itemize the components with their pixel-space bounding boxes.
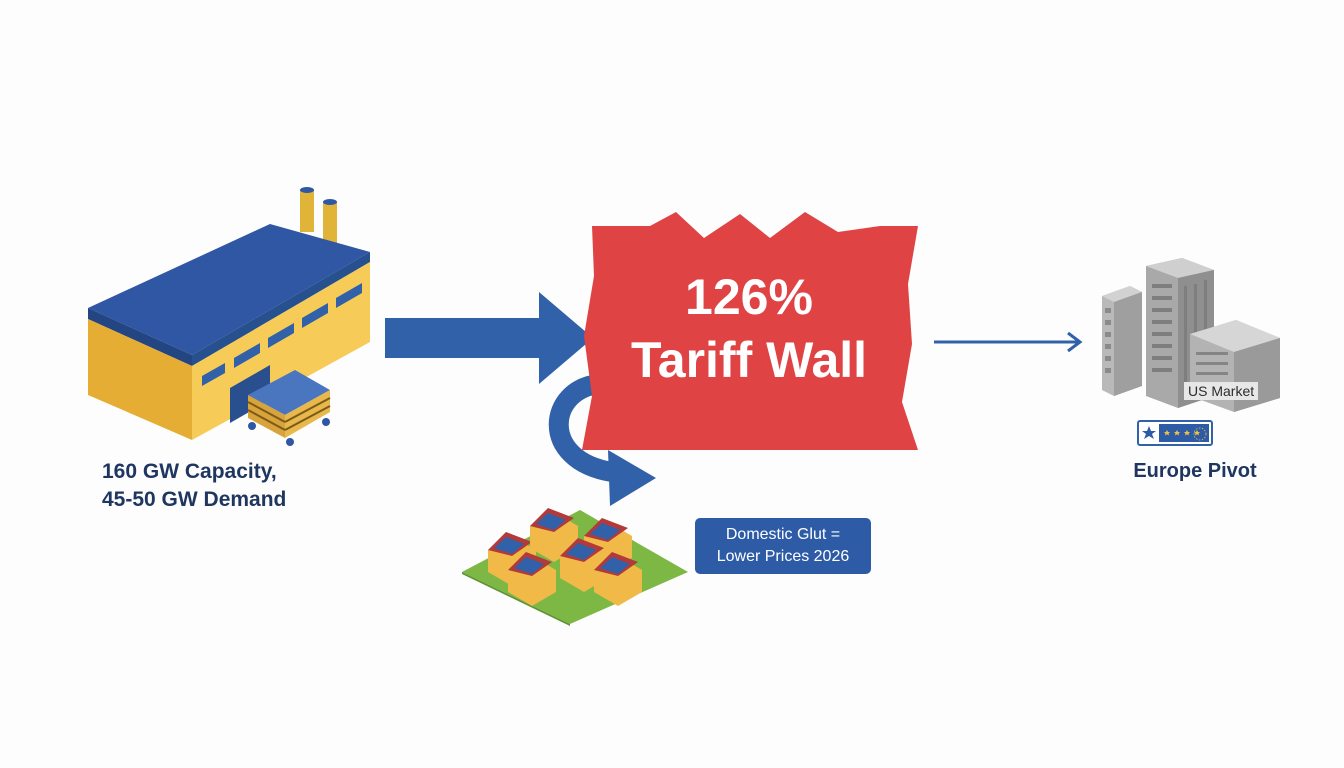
eu-flag-icon: [1137, 420, 1213, 446]
tariff-percent: 126%: [685, 269, 813, 325]
factory-icon: [88, 187, 370, 446]
tariff-wall-shape: [582, 212, 918, 450]
glut-line2: Lower Prices 2026: [716, 548, 850, 565]
europe-pivot-caption: Europe Pivot: [1133, 460, 1257, 482]
export-arrow: [385, 292, 593, 384]
tariff-label: Tariff Wall: [630, 332, 868, 388]
factory-caption: 160 GW Capacity, 45-50 GW Demand: [102, 458, 362, 514]
capacity-text: 160 GW Capacity,: [102, 460, 277, 483]
redirect-arrow: [548, 374, 656, 506]
tariff-wall-text: 126% Tariff Wall: [584, 270, 914, 388]
solar-houses-icon: [462, 508, 688, 626]
domestic-glut-box: Domestic Glut = Lower Prices 2026: [695, 518, 871, 574]
glut-line1: Domestic Glut =: [725, 526, 841, 543]
us-arrow: [934, 331, 1083, 353]
us-market-label: US Market: [1184, 382, 1259, 400]
demand-text: 45-50 GW Demand: [102, 488, 287, 511]
